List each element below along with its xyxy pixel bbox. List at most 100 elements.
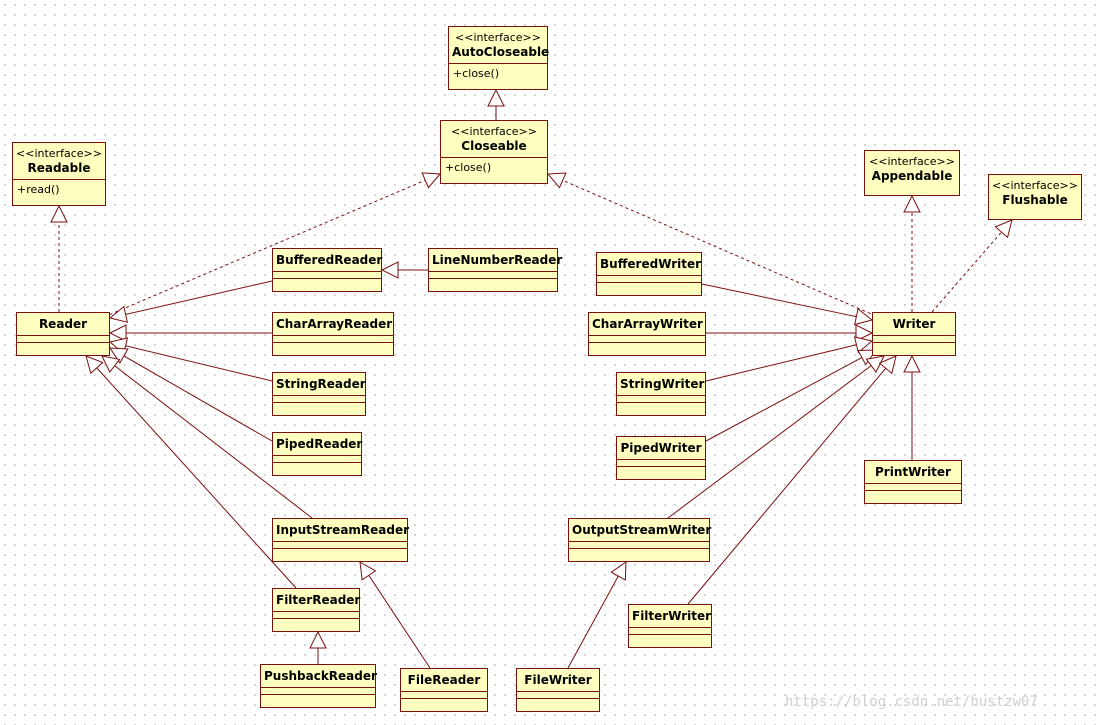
relation-pipedwriter-to-writer xyxy=(705,349,877,442)
operations-compartment xyxy=(261,694,375,701)
class-printwriter[interactable]: PrintWriter xyxy=(864,460,962,504)
class-header: Writer xyxy=(873,313,955,335)
hollow-arrowhead xyxy=(101,355,121,374)
relation-chararrayreader-to-reader xyxy=(108,324,272,342)
class-name: Reader xyxy=(38,317,88,331)
class-linenumberreader[interactable]: LineNumberReader xyxy=(428,248,563,292)
attributes-compartment xyxy=(865,483,961,490)
class-header: <<interface>>Readable xyxy=(13,143,105,179)
class-readable[interactable]: <<interface>>Readable+read() xyxy=(12,142,106,206)
attributes-compartment xyxy=(429,271,557,278)
class-flushable[interactable]: <<interface>>Flushable xyxy=(988,174,1082,220)
attributes-compartment xyxy=(617,459,705,466)
class-header: OutputStreamWriter xyxy=(569,519,711,541)
class-header: PrintWriter xyxy=(865,461,961,483)
class-outputstreamwriter[interactable]: OutputStreamWriter xyxy=(568,518,711,562)
class-filewriter[interactable]: FileWriter xyxy=(516,668,600,712)
relation-writer-to-flushable xyxy=(931,219,1013,313)
class-name: FilterReader xyxy=(276,593,361,607)
operations-compartment xyxy=(589,342,705,349)
class-stereotype: <<interface>> xyxy=(16,147,102,160)
generalization-line xyxy=(567,575,619,669)
class-inputstreamreader[interactable]: InputStreamReader xyxy=(272,518,409,562)
class-name: CharArrayWriter xyxy=(592,317,703,331)
class-filereader[interactable]: FileReader xyxy=(400,668,488,712)
class-header: FileReader xyxy=(401,669,487,691)
generalization-line xyxy=(114,365,313,519)
class-operation: +close() xyxy=(449,63,547,84)
class-pushbackreader[interactable]: PushbackReader xyxy=(260,664,377,708)
class-name: PrintWriter xyxy=(875,465,951,479)
generalization-line xyxy=(667,365,872,519)
hollow-arrowhead xyxy=(878,355,897,375)
relation-linenumberreader-to-bufferedreader xyxy=(380,261,428,279)
attributes-compartment xyxy=(273,335,393,342)
class-header: Reader xyxy=(17,313,109,335)
realization-line xyxy=(103,179,426,318)
class-pipedreader[interactable]: PipedReader xyxy=(272,432,362,476)
class-bufferedreader[interactable]: BufferedReader xyxy=(272,248,382,292)
relation-filterreader-to-reader xyxy=(85,355,297,589)
class-appendable[interactable]: <<interface>>Appendable xyxy=(864,150,960,196)
relation-chararraywriter-to-writer xyxy=(706,324,874,342)
class-pipedwriter[interactable]: PipedWriter xyxy=(616,436,706,480)
class-stereotype: <<interface>> xyxy=(451,125,537,138)
hollow-arrowhead xyxy=(855,324,874,342)
class-header: <<interface>>Flushable xyxy=(989,175,1081,211)
class-chararrayreader[interactable]: CharArrayReader xyxy=(272,312,394,356)
hollow-arrowhead xyxy=(854,307,874,326)
watermark: https://blog.csdn.net/hustzw07 xyxy=(785,694,1038,710)
class-closeable[interactable]: <<interface>>Closeable+close() xyxy=(440,120,548,184)
hollow-arrowhead xyxy=(85,355,104,375)
hollow-arrowhead xyxy=(109,347,129,364)
hollow-arrowhead xyxy=(108,305,129,323)
hollow-arrowhead xyxy=(610,561,627,581)
operations-compartment xyxy=(273,278,381,285)
class-header: BufferedReader xyxy=(273,249,382,271)
attributes-compartment xyxy=(273,541,407,548)
class-filterreader[interactable]: FilterReader xyxy=(272,588,360,632)
class-header: FileWriter xyxy=(517,669,599,691)
operations-compartment xyxy=(401,698,487,705)
attributes-compartment xyxy=(589,335,705,342)
relation-stringwriter-to-writer xyxy=(705,336,874,382)
operations-compartment xyxy=(617,402,705,409)
relation-filereader-to-inputstreamreader xyxy=(359,561,431,669)
realization-line xyxy=(562,179,877,317)
operations-compartment xyxy=(865,490,961,497)
class-autocloseable[interactable]: <<interface>>AutoCloseable +close() xyxy=(448,26,550,90)
generalization-line xyxy=(705,344,857,382)
class-header: BufferedWriter xyxy=(597,253,701,275)
class-stringwriter[interactable]: StringWriter xyxy=(616,372,706,416)
class-writer[interactable]: Writer xyxy=(872,312,956,356)
class-stringreader[interactable]: StringReader xyxy=(272,372,366,416)
class-header: FilterReader xyxy=(273,589,361,611)
generalization-line xyxy=(96,367,297,589)
attributes-compartment xyxy=(597,275,701,282)
class-stereotype: <<interface>> xyxy=(455,31,541,44)
operations-compartment xyxy=(273,342,393,349)
class-bufferedwriter[interactable]: BufferedWriter xyxy=(596,252,702,296)
realization-line xyxy=(931,231,1002,313)
operations-compartment xyxy=(617,466,705,473)
class-name: CharArrayReader xyxy=(276,317,393,331)
class-filterwriter[interactable]: FilterWriter xyxy=(628,604,712,648)
operations-compartment xyxy=(273,402,365,409)
operations-compartment xyxy=(517,698,599,705)
generalization-line xyxy=(687,367,887,605)
operations-compartment xyxy=(597,282,701,289)
class-reader[interactable]: Reader xyxy=(16,312,110,356)
hollow-arrowhead xyxy=(421,172,442,189)
relation-reader-to-readable xyxy=(50,204,68,312)
operations-compartment xyxy=(273,548,407,555)
relation-writer-to-closeable xyxy=(546,172,877,317)
attributes-compartment xyxy=(273,271,381,278)
operations-compartment xyxy=(429,278,557,285)
class-chararraywriter[interactable]: CharArrayWriter xyxy=(588,312,706,356)
hollow-arrowhead xyxy=(50,204,68,223)
class-name: AutoCloseable xyxy=(452,45,550,59)
hollow-arrowhead xyxy=(309,630,327,649)
operations-compartment xyxy=(629,634,711,641)
class-name: Writer xyxy=(892,317,936,331)
class-name: LineNumberReader xyxy=(432,253,563,267)
